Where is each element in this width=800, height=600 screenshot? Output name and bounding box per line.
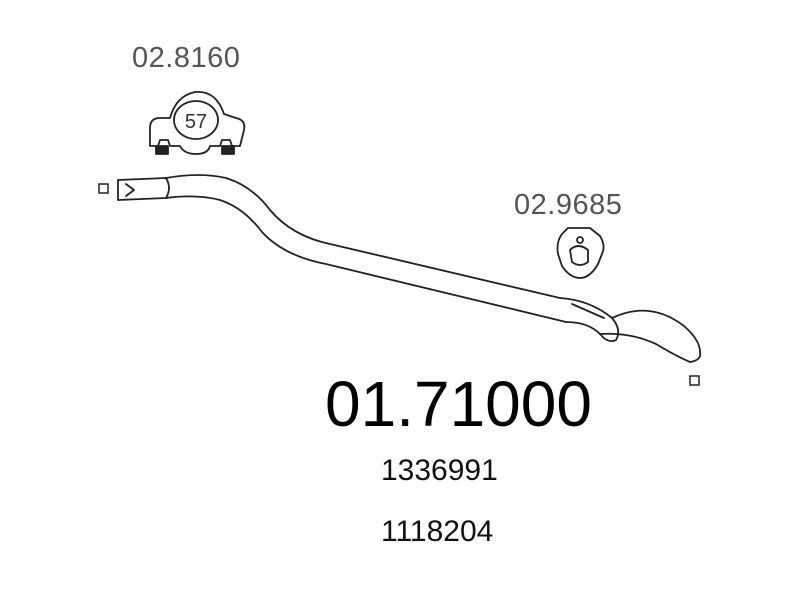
clamp-part-number: 02.8160 bbox=[132, 42, 241, 74]
rubber-mount-part-number: 02.9685 bbox=[514, 189, 623, 221]
oem-number: 1118204 bbox=[381, 515, 494, 548]
rubber-mount-icon bbox=[556, 227, 605, 279]
oem-number: 1336991 bbox=[381, 454, 498, 487]
end-marker-icon bbox=[98, 183, 109, 194]
clamp-size-label: 57 bbox=[185, 111, 207, 133]
main-part-number: 01.71000 bbox=[325, 368, 592, 440]
clamp-icon: 57 bbox=[149, 91, 246, 155]
end-marker-icon bbox=[689, 375, 700, 386]
exhaust-pipe-icon bbox=[117, 174, 702, 363]
